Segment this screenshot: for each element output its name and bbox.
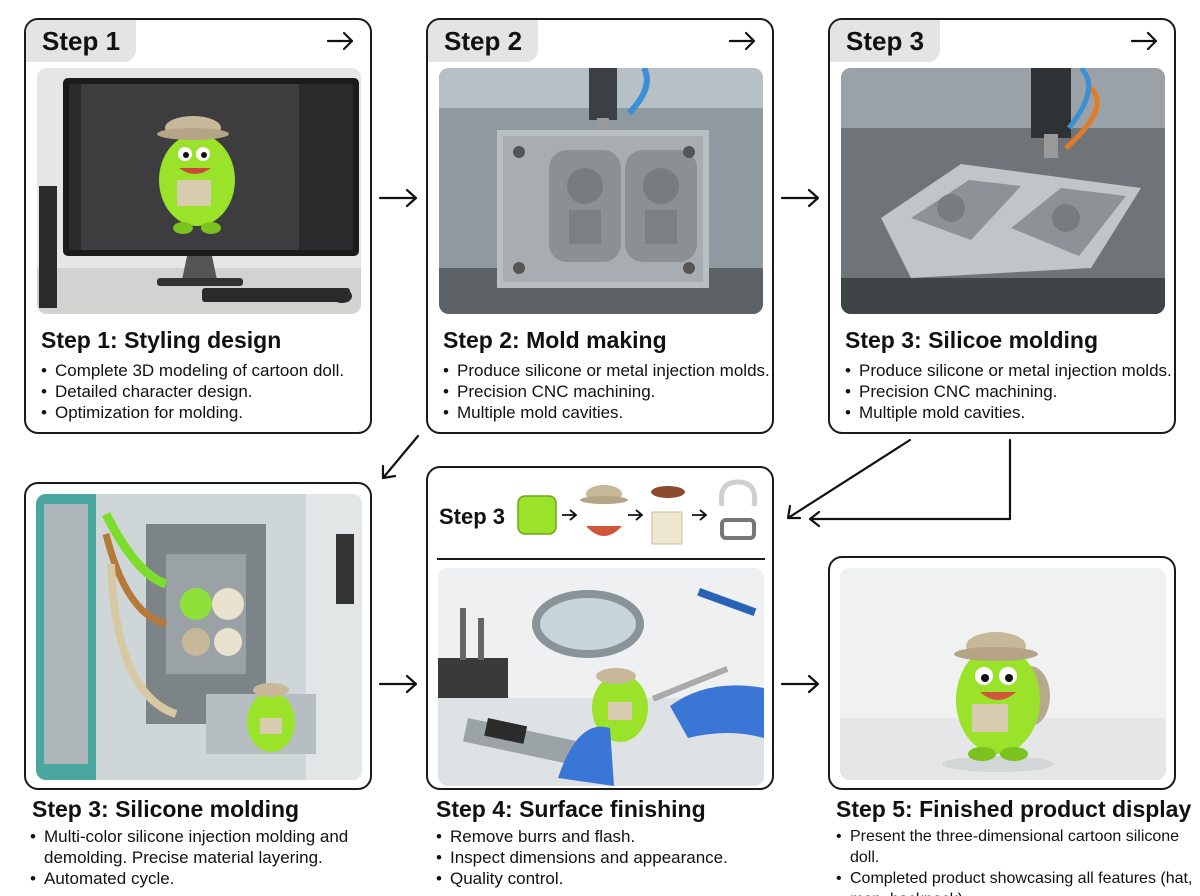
arrow-3-to-5-diagonal (786, 438, 912, 520)
list-item: Detailed character design. (41, 381, 371, 402)
step-1-bullets: Complete 3D modeling of cartoon doll. De… (41, 360, 371, 423)
step-3-title: Step 3: Silicoe molding (845, 327, 1099, 353)
arrow-3-to-5-elbow (808, 438, 1012, 528)
step-4-bullets: Multi-color silicone injection molding a… (30, 826, 375, 889)
arrow-right-icon (1130, 31, 1158, 51)
step-2-bullets: Produce silicone or metal injection mold… (443, 360, 773, 423)
step-tab-3: Step 3 (830, 20, 941, 62)
step-5-title: Step 4: Surface finishing (436, 796, 706, 822)
list-item: Precision CNC machining. (845, 381, 1175, 402)
photo-finished-product (840, 568, 1166, 780)
photo-silicone-molding-cnc (841, 68, 1165, 314)
arrow-5-to-6 (780, 674, 820, 694)
list-item: Quality control. (436, 868, 781, 889)
assembly-divider (437, 558, 765, 560)
list-item: Multiple mold cavities. (443, 402, 773, 423)
assembly-step-label: Step 3 (439, 504, 506, 529)
arrow-2-to-3 (780, 188, 820, 208)
photo-mold-making (439, 68, 763, 314)
list-item: Multi-color silicone injection molding a… (30, 826, 375, 868)
arrow-2-to-4 (381, 434, 420, 480)
assembly-sequence (517, 479, 758, 545)
step-4-title: Step 3: Silicone molding (32, 796, 300, 822)
list-item: Remove burrs and flash. (436, 826, 781, 847)
step-card-4 (24, 482, 372, 790)
step-card-1: Step 1 Step 1: Styling design Co (24, 18, 372, 434)
photo-3d-modeling (37, 68, 361, 314)
list-item: Produce silicone or metal injection mold… (845, 360, 1175, 381)
step-card-5: Step 3 (426, 466, 774, 790)
list-item: Complete 3D modeling of cartoon doll. (41, 360, 371, 381)
list-item: Present the three-dimensional cartoon si… (836, 826, 1196, 868)
arrow-4-to-5 (378, 674, 418, 694)
arrow-right-icon (326, 31, 354, 51)
list-item: Completed product showcasing all feature… (836, 868, 1196, 896)
step-6-bullets: Present the three-dimensional cartoon si… (836, 826, 1196, 896)
step-card-3: Step 3 Step 3: Silicoe molding Produce s… (828, 18, 1176, 434)
step-3-bullets: Produce silicone or metal injection mold… (845, 360, 1175, 423)
list-item: Multiple mold cavities. (845, 402, 1175, 423)
list-item: Precision CNC machining. (443, 381, 773, 402)
arrow-right-icon (728, 31, 756, 51)
step-card-6 (828, 556, 1176, 790)
list-item: Produce silicone or metal injection mold… (443, 360, 773, 381)
photo-surface-finishing (438, 568, 764, 786)
step-1-title: Step 1: Styling design (41, 327, 282, 353)
step-5-bullets: Remove burrs and flash. Inspect dimensio… (436, 826, 781, 889)
list-item: Inspect dimensions and appearance. (436, 847, 781, 868)
step-tab-2: Step 2 (428, 20, 539, 62)
step-6-title: Step 5: Finished product display (836, 796, 1192, 822)
step-2-title: Step 2: Mold making (443, 327, 667, 353)
step-card-2: Step 2 Step 2: Mold making Produce silic… (426, 18, 774, 434)
list-item: Optimization for molding. (41, 402, 371, 423)
photo-injection-machine (36, 494, 362, 780)
arrow-1-to-2 (378, 188, 418, 208)
step-tab-1: Step 1 (26, 20, 137, 62)
list-item: Automated cycle. (30, 868, 375, 889)
